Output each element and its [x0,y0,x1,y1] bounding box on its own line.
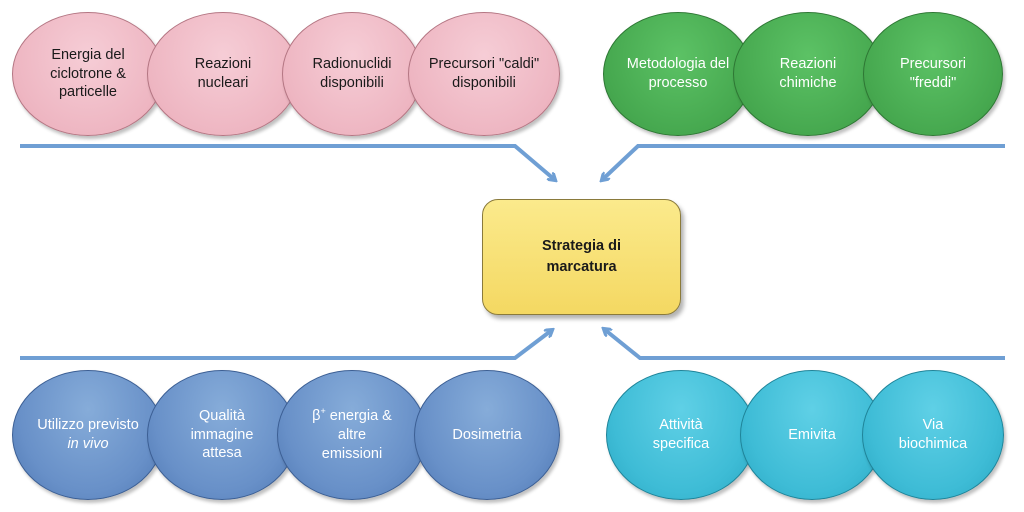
node-precursori-freddi: Precursori"freddi" [863,12,1003,136]
arrow-top-right [602,144,1005,180]
beta-symbol: β [312,408,321,425]
node-emivita: Emivita [740,370,884,500]
arrow-top-left [20,144,555,180]
node-precursori-caldi: Precursori "caldi"disponibili [408,12,560,136]
node-dosimetria: Dosimetria [414,370,560,500]
arrow-bottom-left [20,330,552,360]
arrow-bottom-right [604,329,1005,360]
node-beta-energia: β+ energia & altre emissioni [277,370,427,500]
